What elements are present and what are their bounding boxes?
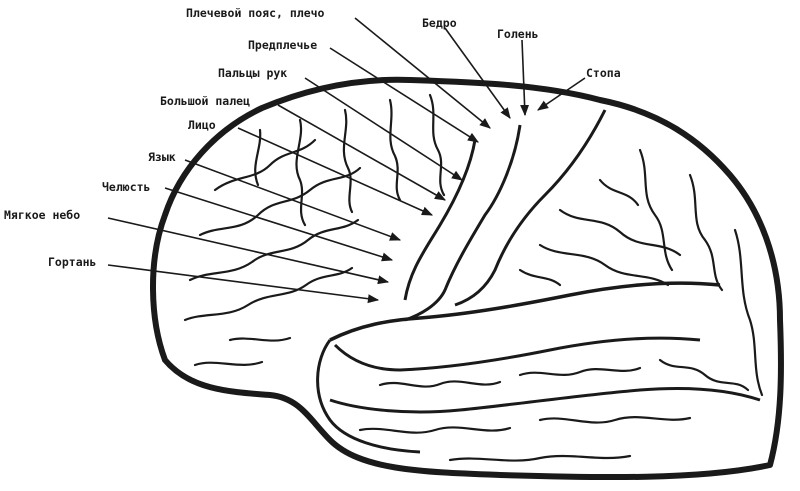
arrow-larynx xyxy=(107,264,380,304)
arrow-face xyxy=(237,127,434,216)
lateral-sulcus xyxy=(329,281,721,342)
temporal-pole xyxy=(316,339,421,454)
central-sulcus xyxy=(403,139,477,301)
label-thigh: Бедро xyxy=(422,16,457,30)
arrow-shoulder xyxy=(354,17,491,129)
temporal-lobe-upper xyxy=(333,336,701,372)
arrow-foot xyxy=(537,77,586,111)
arrow-soft-palate xyxy=(107,217,390,285)
label-soft-palate: Мягкое небо xyxy=(4,208,81,222)
arrow-thigh xyxy=(444,27,511,119)
label-forearm: Предплечье xyxy=(248,38,318,52)
label-face: Лицо xyxy=(188,118,216,132)
label-thumb: Большой палец xyxy=(160,94,251,108)
precentral-gyrus-edge xyxy=(404,124,522,322)
label-foot: Стопа xyxy=(586,66,621,80)
label-tongue: Язык xyxy=(148,150,176,164)
label-larynx: Гортань xyxy=(48,255,97,269)
postcentral-gyrus-edge xyxy=(454,109,607,307)
temporal-gyri xyxy=(358,358,750,462)
frontal-gyri xyxy=(183,93,446,367)
brain-outline xyxy=(150,76,784,481)
arrow-shin xyxy=(520,39,530,117)
leader-arrows xyxy=(107,17,586,304)
arrow-thumb xyxy=(277,104,446,201)
temporal-lobe-lower xyxy=(329,386,761,414)
label-jaw: Челюсть xyxy=(102,180,151,194)
label-fingers: Пальцы рук xyxy=(218,66,288,80)
arrow-forearm xyxy=(329,47,479,143)
arrow-tongue xyxy=(184,159,402,241)
label-shoulder: Плечевой пояс, плечо xyxy=(186,6,325,20)
label-shin: Голень xyxy=(497,27,539,41)
posterior-gyri xyxy=(518,148,764,397)
arrow-jaw xyxy=(164,187,394,262)
arrow-fingers xyxy=(304,77,463,181)
